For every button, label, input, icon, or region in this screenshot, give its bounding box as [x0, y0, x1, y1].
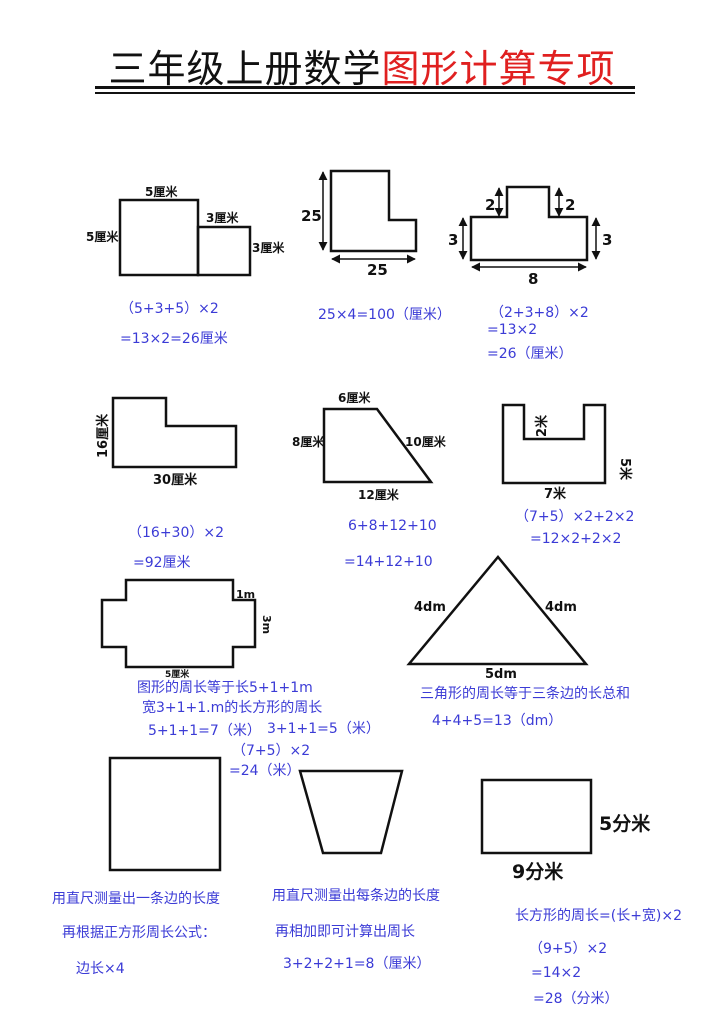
f1-top-label: 5厘米	[145, 184, 178, 199]
f5-bottom-label: 12厘米	[358, 487, 400, 502]
f4-left-label: 16厘米	[95, 413, 111, 458]
f3-left-label: 3	[448, 231, 458, 249]
figure-10	[298, 769, 404, 855]
f8-bottom-label: 5dm	[485, 667, 517, 682]
answer-5-line-1: 6+8+12+10	[348, 518, 437, 534]
f3-bottom-label: 8	[528, 270, 538, 288]
answer-11-line-4: =28（分米）	[533, 991, 619, 1007]
answer-7-line-5: （7+5）×2	[232, 743, 311, 759]
f5-top-label: 6厘米	[338, 390, 371, 405]
figure-9	[108, 756, 222, 872]
figure-3: 2 2 3 3 8	[448, 185, 612, 288]
figure-1: 5厘米 5厘米 3厘米 3厘米	[86, 184, 285, 277]
f7-right-label: 3m	[260, 615, 273, 634]
f6-bottom-label: 7米	[544, 486, 567, 502]
f1-left-label: 5厘米	[86, 229, 119, 244]
answer-8-line-1: 三角形的周长等于三条边的长总和	[420, 686, 630, 702]
answer-7-line-6: =24（米）	[229, 763, 301, 779]
figure-11: 5分米 9分米	[480, 778, 651, 883]
answer-5-line-2: =14+12+10	[344, 554, 433, 570]
answer-7-line-1: 图形的周长等于长5+1+1m	[137, 680, 313, 696]
answer-4-line-2: =92厘米	[133, 555, 191, 571]
answer-11-line-3: =14×2	[531, 965, 582, 981]
answer-1-line-2: =13×2=26厘米	[120, 331, 228, 347]
f4-bottom-label: 30厘米	[153, 472, 198, 488]
answer-3-line-1: （2+3+8）×2	[490, 305, 589, 321]
answer-11-line-2: （9+5）×2	[529, 941, 608, 957]
f7-bottom-label: 5厘米	[165, 668, 190, 680]
figure-4: 16厘米 30厘米	[95, 396, 238, 488]
figure-6: 2米 5米 7米	[501, 403, 633, 502]
f2-bottom-label: 25	[367, 261, 388, 279]
answer-6-line-1: （7+5）×2+2×2	[515, 509, 635, 525]
answer-11-line-1: 长方形的周长=(长+宽)×2	[515, 908, 683, 924]
title-part1: 三年级上册数学	[108, 47, 382, 91]
answer-7-line-2: 宽3+1+1.m的长方形的周长	[142, 700, 323, 716]
f2-left-label: 25	[301, 207, 322, 225]
f11-bottom-label: 9分米	[512, 860, 564, 883]
f5-right-label: 10厘米	[405, 434, 447, 449]
f8-right-label: 4dm	[545, 600, 577, 615]
f1-small-right-label: 3厘米	[252, 240, 285, 255]
answer-3-line-2: =13×2	[487, 322, 538, 338]
answer-8-line-2: 4+4+5=13（dm）	[432, 713, 563, 729]
f6-right-label: 5米	[617, 458, 633, 481]
figure-8: 4dm 4dm 5dm	[406, 555, 589, 682]
answer-7-line-4: 3+1+1=5（米）	[267, 721, 380, 737]
f3-left-top-label: 2	[485, 196, 495, 214]
f1-small-top-label: 3厘米	[206, 210, 239, 225]
figure-5: 6厘米 8厘米 10厘米 12厘米	[292, 390, 447, 502]
answer-10-line-3: 3+2+2+1=8（厘米）	[283, 956, 431, 972]
title-part2: 图形计算专项	[381, 47, 616, 91]
f6-notch-label: 2米	[534, 414, 550, 437]
f7-right-small-label: 1m	[236, 588, 255, 601]
answer-9-line-2: 再根据正方形周长公式：	[62, 925, 216, 941]
answer-2-line-1: 25×4=100（厘米）	[318, 307, 451, 323]
f5-left-label: 8厘米	[292, 434, 325, 449]
answer-6-line-2: =12×2+2×2	[530, 531, 622, 547]
figure-2: 25 25	[301, 169, 418, 279]
answer-1-line-1: （5+3+5）×2	[120, 301, 219, 317]
answer-7-line-3: 5+1+1=7（米）	[148, 723, 261, 739]
title-underline	[95, 86, 635, 89]
answer-4-line-1: （16+30）×2	[128, 525, 224, 541]
f8-left-label: 4dm	[414, 600, 446, 615]
page-title: 三年级上册数学图形计算专项	[0, 38, 724, 93]
answer-10-line-2: 再相加即可计算出周长	[275, 924, 415, 940]
answer-10-line-1: 用直尺测量出每条边的长度	[272, 888, 440, 904]
answer-9-line-3: 边长×4	[76, 961, 125, 977]
figure-7: 1m 3m 5厘米	[100, 578, 273, 680]
title-underline-2	[95, 92, 635, 94]
answer-9-line-1: 用直尺测量出一条边的长度	[52, 891, 220, 907]
f11-right-label: 5分米	[599, 812, 651, 835]
f3-right-top-label: 2	[565, 196, 575, 214]
f3-right-label: 3	[602, 231, 612, 249]
answer-3-line-3: =26（厘米）	[487, 346, 573, 362]
